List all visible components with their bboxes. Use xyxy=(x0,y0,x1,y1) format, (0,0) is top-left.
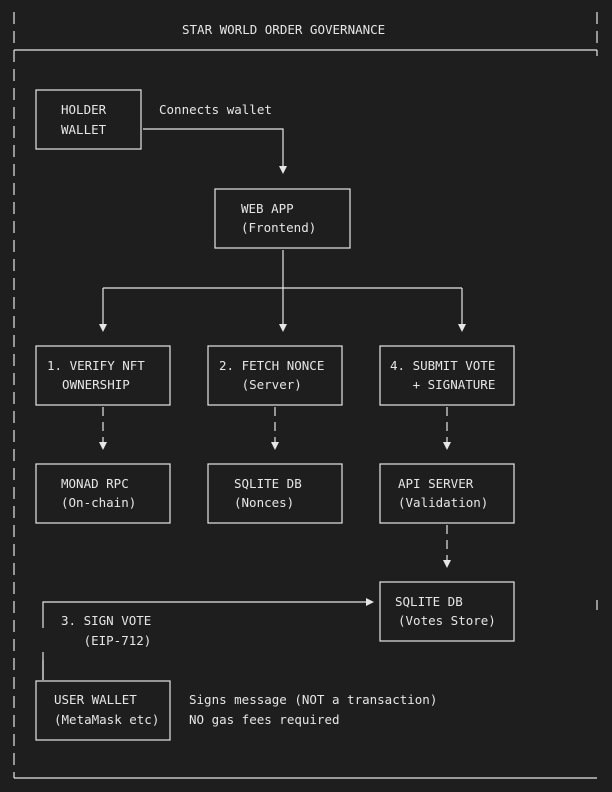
api-server-line2: (Validation) xyxy=(398,495,489,510)
fetch-nonce-line2: (Server) xyxy=(219,377,302,392)
signs-note-line1: Signs message (NOT a transaction) xyxy=(189,692,438,707)
sqlite-votes-box xyxy=(379,581,515,642)
web-app-box xyxy=(214,188,351,249)
sqlite-nonces-box xyxy=(207,463,343,524)
connects-label: Connects wallet xyxy=(159,102,272,117)
holder-wallet-line1: HOLDER xyxy=(61,102,107,117)
holder-wallet-box xyxy=(35,89,142,150)
api-server-line1: API SERVER xyxy=(398,476,474,491)
sign-vote-line2: (EIP-712) xyxy=(61,633,152,648)
diagram-title: STAR WORLD ORDER GOVERNANCE xyxy=(182,22,386,37)
monad-rpc-box xyxy=(35,463,171,524)
sign-vote-line1: 3. SIGN VOTE xyxy=(61,613,152,628)
outer-frame xyxy=(13,12,598,779)
verify-nft-line1: 1. VERIFY NFT xyxy=(47,358,145,373)
sqlite-nonces-line2: (Nonces) xyxy=(234,495,295,510)
connects-arrow xyxy=(143,128,287,174)
holder-wallet-line2: WALLET xyxy=(61,122,107,137)
monad-rpc-line1: MONAD RPC xyxy=(61,476,129,491)
verify-nft-box xyxy=(35,345,171,406)
verify-nft-line2: OWNERSHIP xyxy=(47,377,130,392)
monad-rpc-line2: (On-chain) xyxy=(61,495,137,510)
signs-note-line2: NO gas fees required xyxy=(189,712,340,727)
web-app-line1: WEB APP xyxy=(241,201,294,216)
submit-vote-box xyxy=(379,345,515,406)
user-wallet-line2: (MetaMask etc) xyxy=(54,712,160,727)
web-app-line2: (Frontend) xyxy=(241,220,317,235)
sqlite-votes-line2: (Votes Store) xyxy=(398,613,496,628)
user-wallet-line1: USER WALLET xyxy=(54,692,137,707)
user-wallet-box xyxy=(35,680,171,741)
fetch-nonce-line1: 2. FETCH NONCE xyxy=(219,358,325,373)
submit-vote-line1: 4. SUBMIT VOTE xyxy=(390,358,496,373)
sqlite-votes-line1: SQLITE DB xyxy=(395,594,463,609)
fetch-nonce-box xyxy=(207,345,343,406)
submit-vote-line2: + SIGNATURE xyxy=(390,377,496,392)
sqlite-nonces-line1: SQLITE DB xyxy=(234,476,302,491)
api-server-box xyxy=(379,463,515,524)
